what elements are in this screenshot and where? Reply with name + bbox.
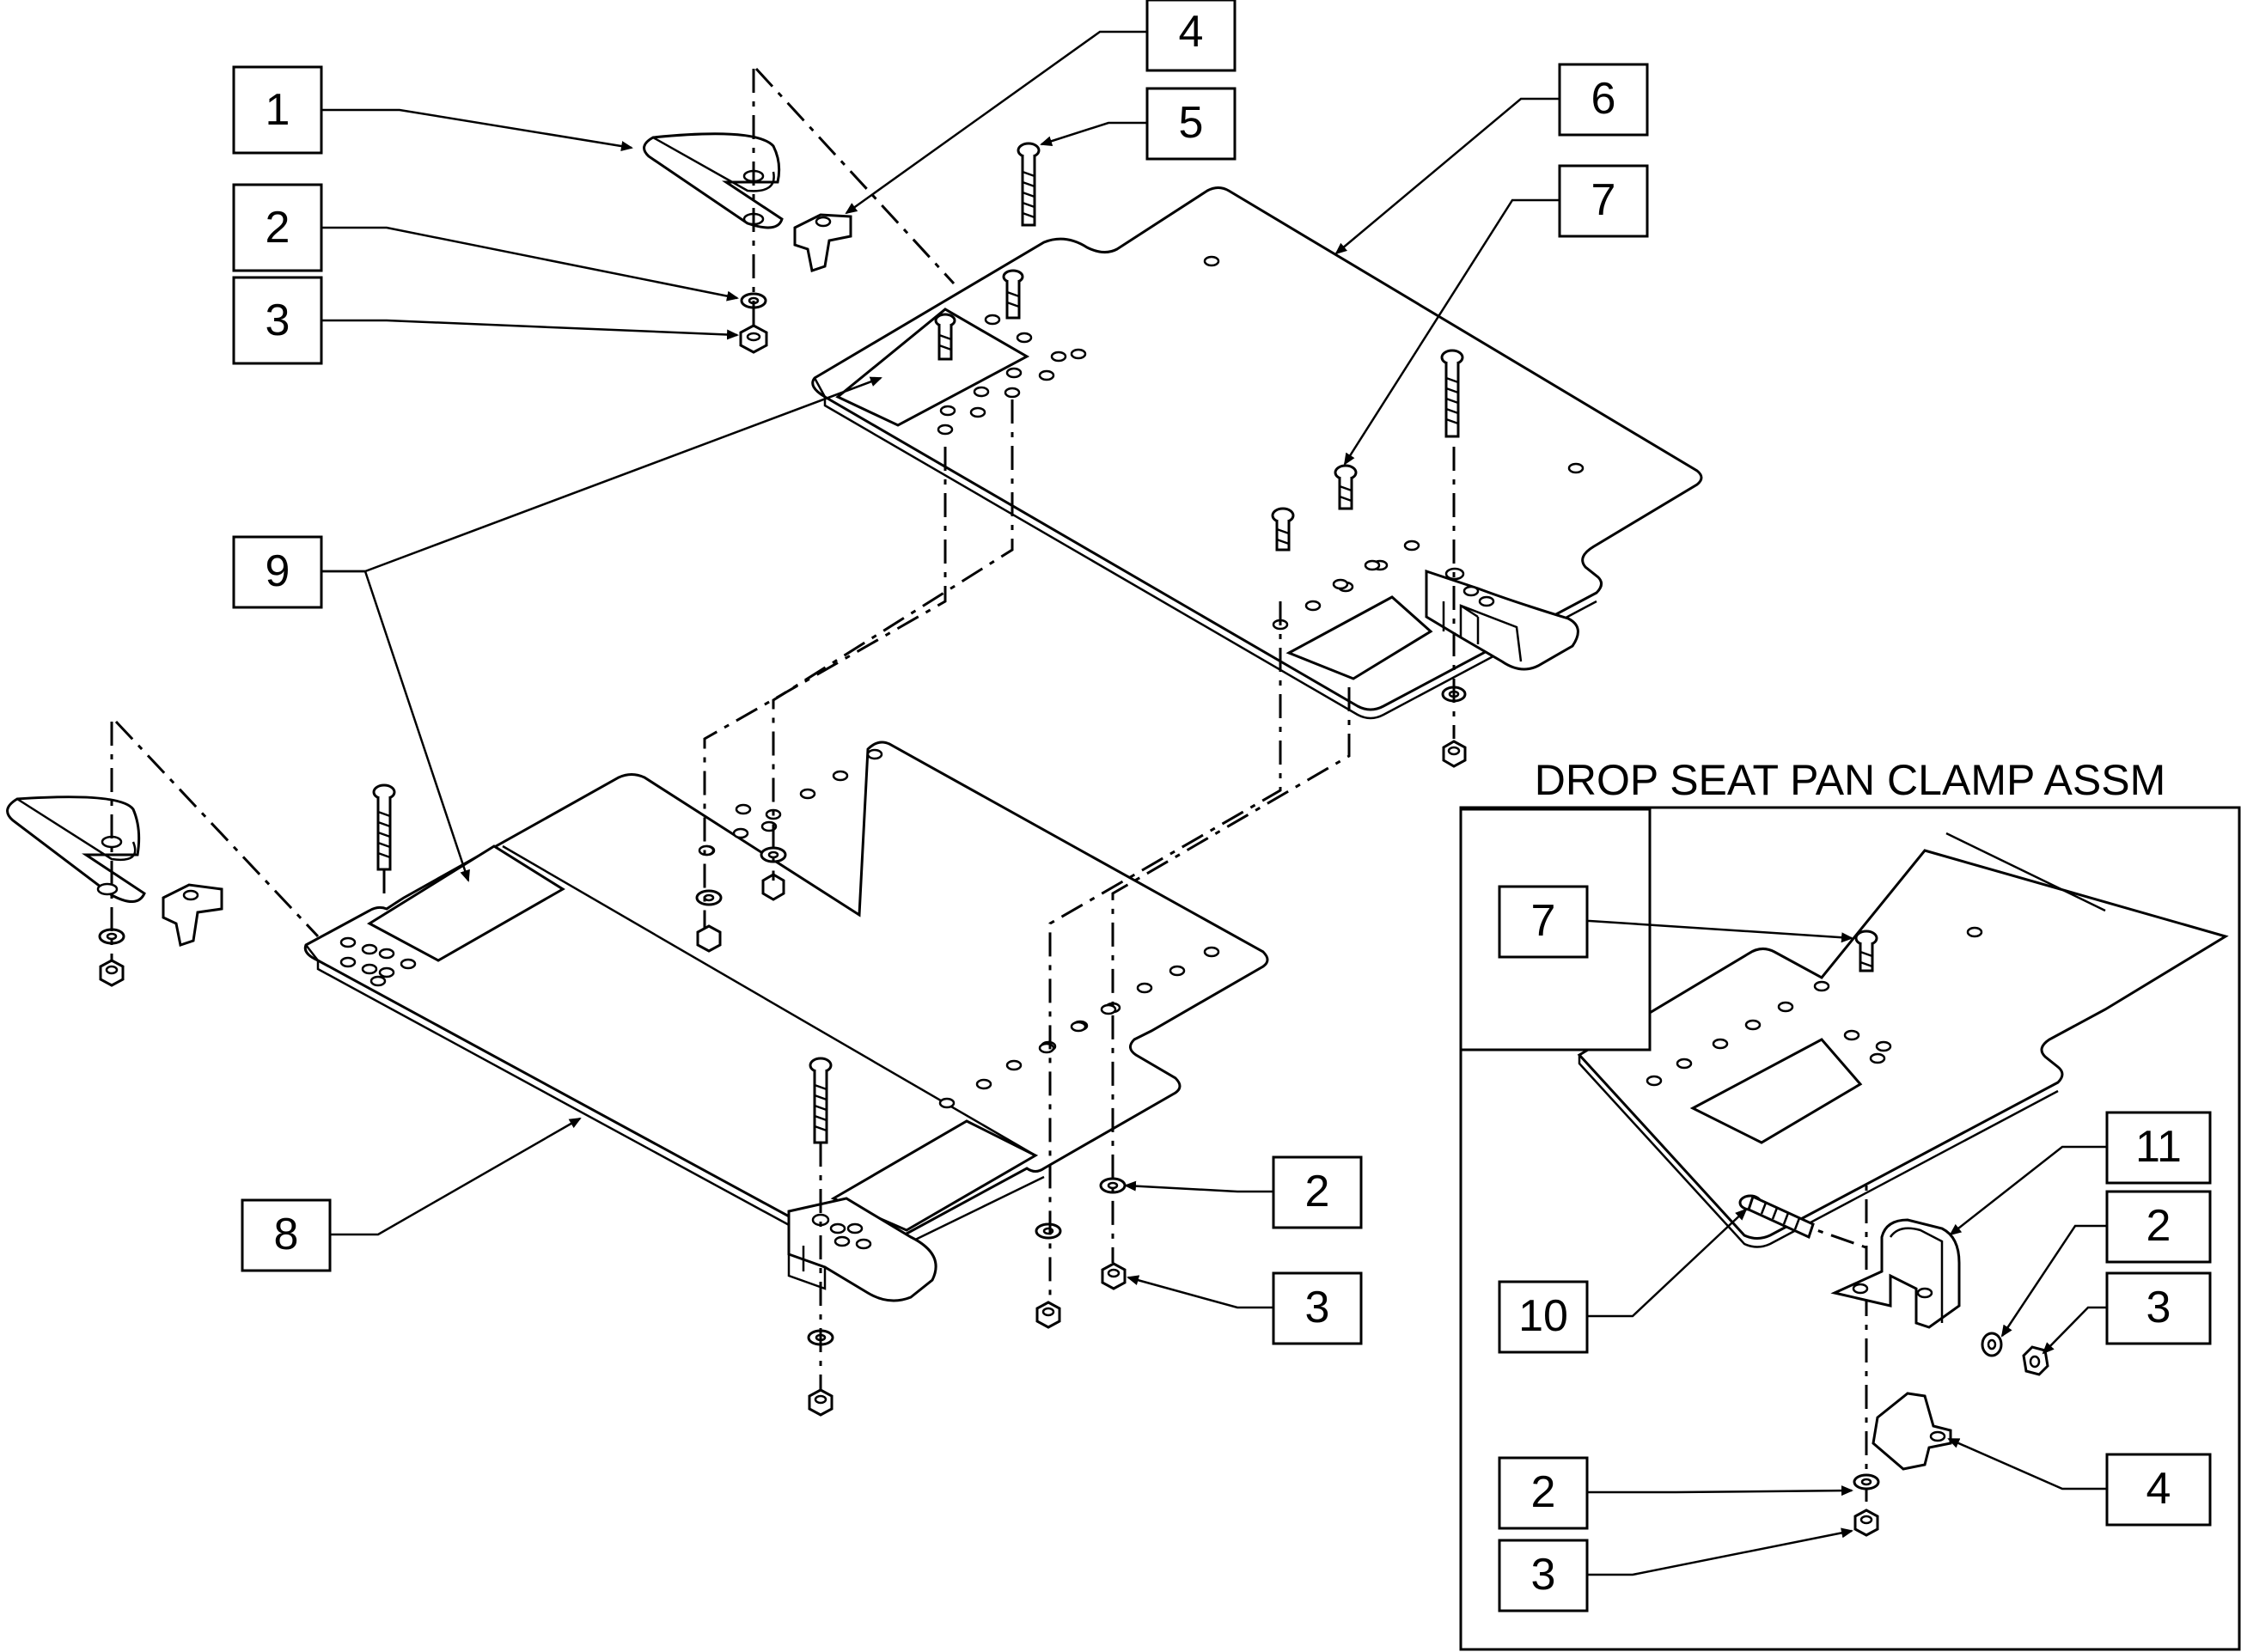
- callout-3-inset-right: 3: [2105, 1271, 2212, 1345]
- svg-text:5: 5: [1179, 98, 1204, 148]
- lower-pan-center-hardware: [695, 846, 787, 953]
- svg-text:4: 4: [2146, 1464, 2171, 1514]
- callout-4-inset: 4: [2105, 1453, 2212, 1527]
- upper-seat-pan: [811, 186, 1703, 720]
- inset-screw-part-7: [1854, 930, 1878, 972]
- callout-3-top: 3: [232, 276, 323, 365]
- screw-upper-a: [1002, 269, 1024, 320]
- callout-leaders: [321, 30, 2107, 1576]
- callout-3-inset-bottom: 3: [1498, 1539, 1589, 1612]
- svg-text:4: 4: [1179, 7, 1204, 57]
- knob-lower-left: [162, 883, 223, 947]
- inset-clamp-assembly: DROP SEAT PAN CLAMP ASSM: [1459, 756, 2241, 1651]
- svg-text:3: 3: [1531, 1550, 1556, 1600]
- screw-lower-left: [372, 783, 396, 871]
- screw-part-7-upper: [1334, 464, 1358, 510]
- svg-text:10: 10: [1518, 1291, 1568, 1341]
- callout-4-top: 4: [1145, 0, 1237, 72]
- screw-upper-long: [1440, 349, 1464, 438]
- callout-1: 1: [232, 65, 323, 155]
- nut-upper-right: [1442, 740, 1467, 768]
- inset-bolt-part-10: [1738, 1194, 1815, 1240]
- screw-upper-c: [1271, 507, 1295, 552]
- svg-text:9: 9: [266, 546, 290, 596]
- nut-lower-left: [99, 959, 125, 987]
- svg-text:3: 3: [1305, 1283, 1330, 1332]
- callout-2-inset-right: 2: [2105, 1190, 2212, 1264]
- svg-text:2: 2: [2146, 1201, 2171, 1251]
- screw-upper-b: [934, 313, 956, 361]
- callout-7-top: 7: [1558, 164, 1649, 238]
- callout-2-top: 2: [232, 183, 323, 272]
- nut-part-3-top: [739, 324, 768, 354]
- clamp-upper-right: [1425, 567, 1579, 671]
- callout-10: 10: [1498, 1280, 1589, 1354]
- inset-nut-bottom: [1853, 1509, 1879, 1537]
- knob-part-4: [793, 213, 852, 272]
- lower-pan-holes: [339, 748, 1220, 1109]
- callout-3-lower: 3: [1272, 1271, 1363, 1345]
- screw-part-5: [1017, 142, 1041, 227]
- svg-text:2: 2: [1531, 1467, 1556, 1517]
- svg-text:11: 11: [2135, 1122, 2182, 1172]
- svg-text:1: 1: [266, 85, 290, 135]
- svg-text:2: 2: [266, 203, 290, 253]
- callout-7-inset: 7: [1498, 885, 1589, 959]
- clamp-lower-left: [6, 796, 146, 903]
- screw-lower-mid: [809, 1057, 833, 1144]
- svg-text:2: 2: [1305, 1167, 1330, 1216]
- clamp-part-1: [643, 132, 784, 229]
- callout-6: 6: [1558, 63, 1649, 137]
- inset-knob-part-4: [1872, 1392, 1952, 1471]
- svg-text:3: 3: [266, 296, 290, 345]
- callout-2-inset-bottom: 2: [1498, 1456, 1589, 1530]
- inset-title: DROP SEAT PAN CLAMP ASSM: [1535, 756, 2166, 804]
- inset-bracket-part-11: [1830, 1218, 1961, 1329]
- svg-text:3: 3: [2146, 1283, 2171, 1332]
- inset-nut-right: [2022, 1345, 2049, 1376]
- callout-5: 5: [1145, 87, 1237, 161]
- callout-11: 11: [2105, 1111, 2212, 1185]
- svg-text:7: 7: [1591, 175, 1616, 225]
- svg-text:8: 8: [274, 1210, 299, 1259]
- upper-pan-holes: [937, 255, 1585, 631]
- callout-8: 8: [241, 1198, 332, 1272]
- clamp-lower-right: [787, 1197, 937, 1302]
- inset-washer-bottom: [1853, 1473, 1880, 1490]
- callout-2-lower: 2: [1272, 1155, 1363, 1229]
- inset-seat-pan: [1459, 808, 2229, 1248]
- assembly-dashed-lines: [110, 67, 1874, 1521]
- lower-seat-pan: [303, 741, 1269, 1263]
- svg-text:6: 6: [1591, 74, 1616, 124]
- svg-text:7: 7: [1531, 896, 1556, 946]
- callout-9: 9: [232, 535, 323, 609]
- inset-washer-right: [1981, 1332, 2003, 1357]
